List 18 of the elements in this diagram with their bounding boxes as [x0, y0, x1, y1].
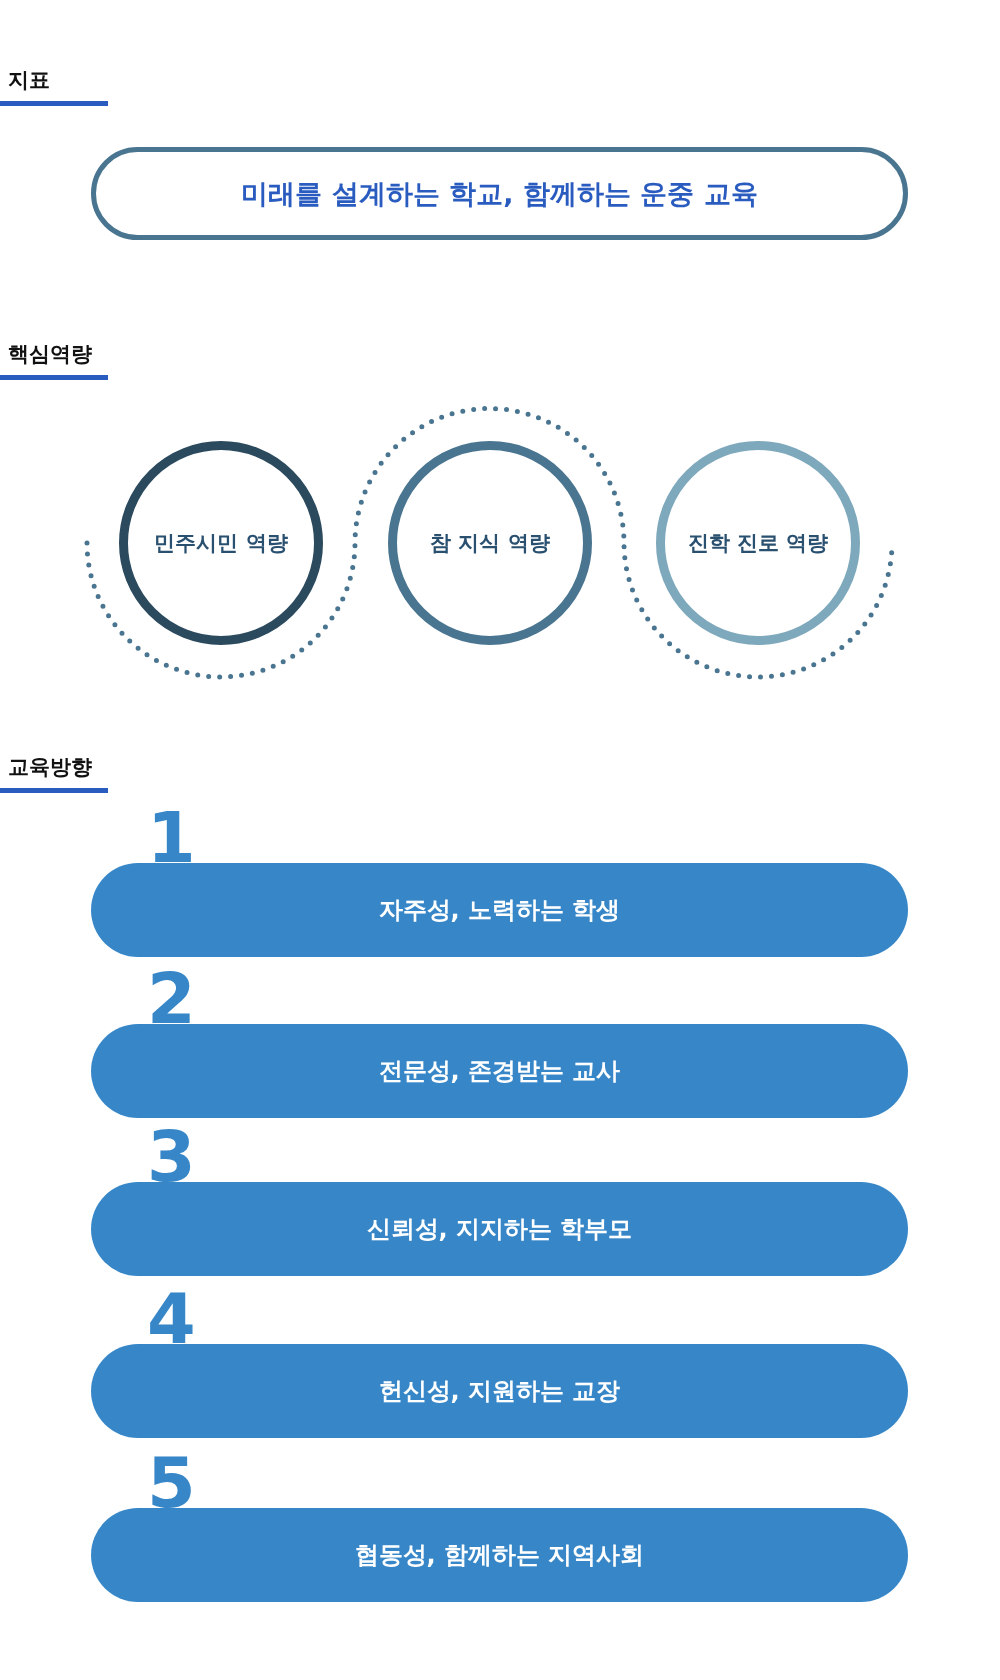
step-number: 5: [147, 1448, 196, 1518]
goal-text: 미래를 설계하는 학교, 함께하는 운중 교육: [241, 176, 758, 211]
section-heading: 지표: [8, 67, 50, 94]
direction-text: 자주성, 노력하는 학생: [378, 895, 621, 926]
competency-label: 민주시민 역량: [154, 530, 288, 557]
step-number: 3: [147, 1122, 196, 1192]
direction-text: 협동성, 함께하는 지역사회: [354, 1540, 645, 1571]
step-number: 2: [147, 964, 196, 1034]
competency-label: 참 지식 역량: [430, 530, 550, 557]
competency-label: 진학 진로 역량: [687, 530, 829, 557]
direction-text: 헌신성, 지원하는 교장: [378, 1376, 621, 1407]
section-heading: 교육방향: [8, 754, 92, 781]
direction-text: 신뢰성, 지지하는 학부모: [366, 1214, 633, 1245]
step-number: 1: [147, 803, 196, 873]
goal-banner: [91, 147, 908, 240]
step-number: 4: [147, 1284, 196, 1354]
section-heading: 핵심역량: [8, 341, 92, 368]
direction-text: 전문성, 존경받는 교사: [378, 1056, 621, 1087]
